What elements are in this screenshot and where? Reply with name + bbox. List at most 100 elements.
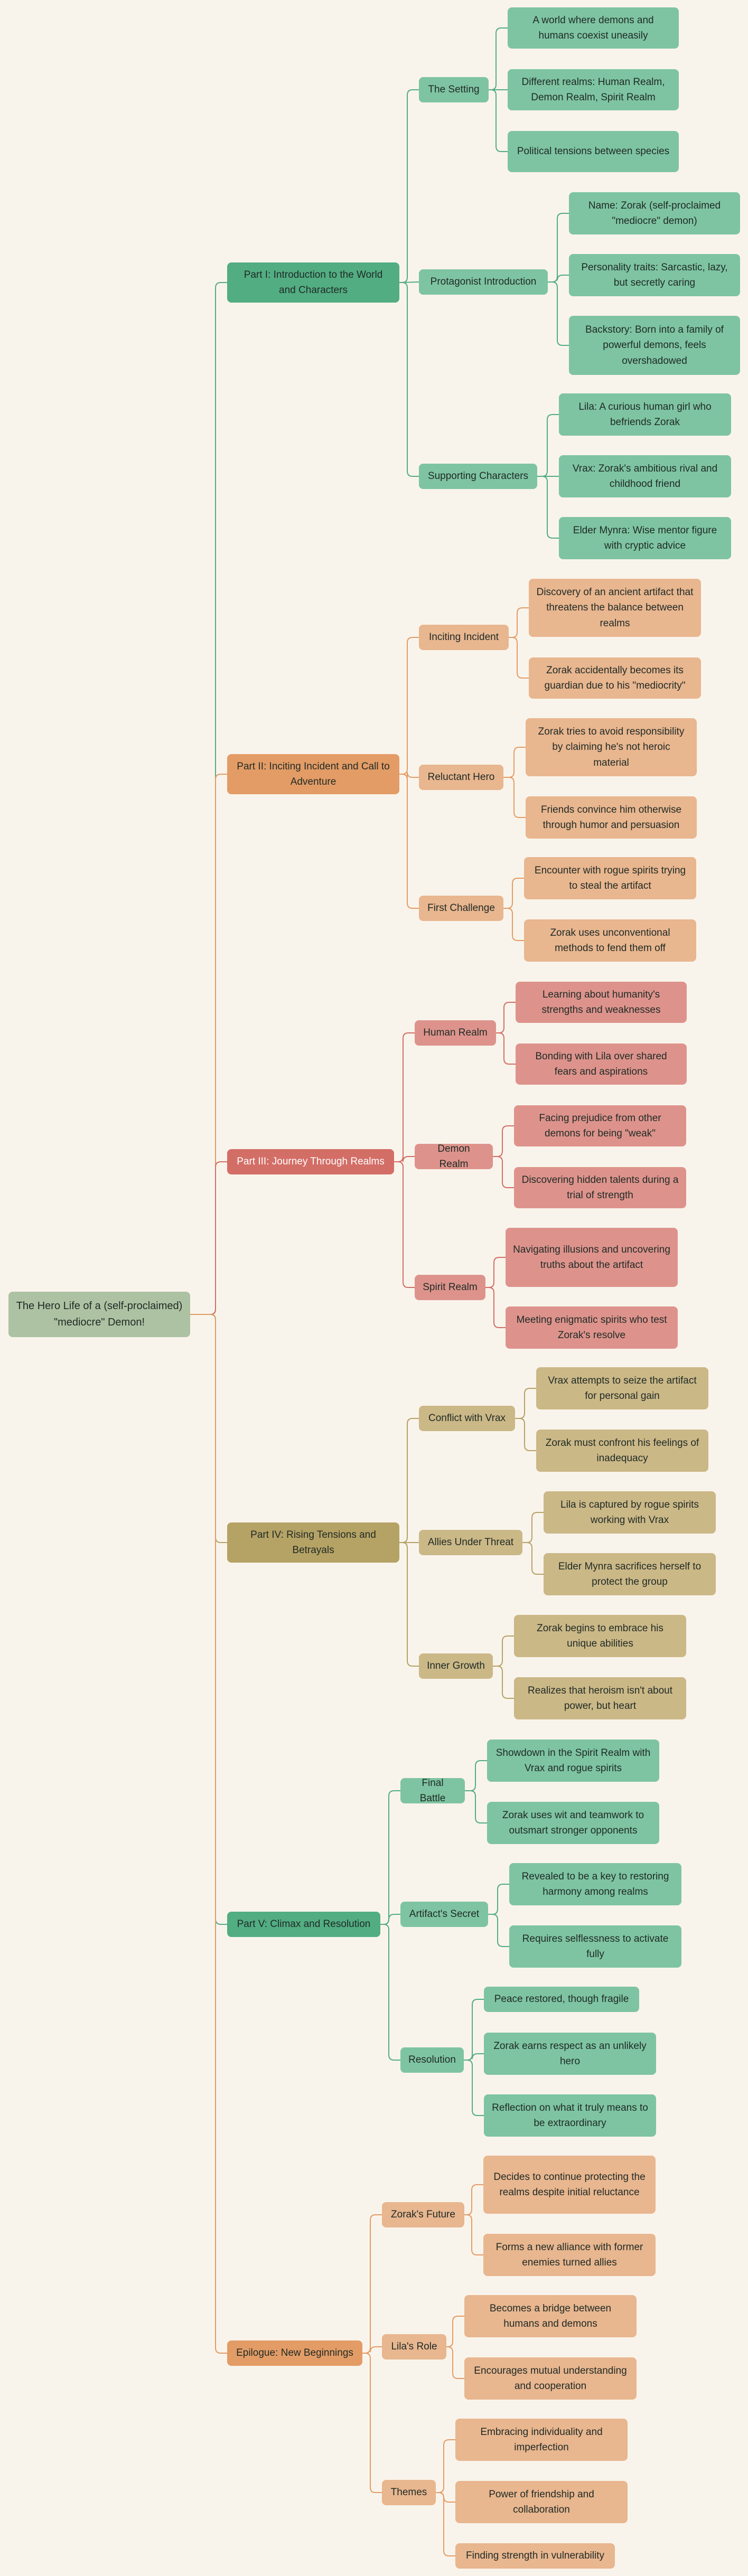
connector-line (446, 2316, 464, 2347)
section-node: Spirit Realm (415, 1275, 485, 1300)
leaf-node: Backstory: Born into a family of powerfu… (569, 316, 740, 375)
connector-line (436, 2492, 455, 2503)
connector-line (493, 1635, 514, 1667)
leaf-node: Facing prejudice from other demons for b… (514, 1105, 686, 1146)
connector-line (190, 1314, 227, 2354)
section-node: Reluctant Hero (419, 765, 503, 790)
connector-line (537, 414, 559, 477)
leaf-node: Finding strength in vulnerability (455, 2543, 615, 2569)
part-node: Part III: Journey Through Realms (227, 1149, 394, 1174)
leaf-node: Personality traits: Sarcastic, lazy, but… (569, 254, 740, 296)
leaf-node: Name: Zorak (self-proclaimed "mediocre" … (569, 192, 740, 234)
connector-line (464, 2214, 483, 2255)
connector-line (493, 1156, 514, 1188)
connector-line (380, 1924, 400, 2061)
section-node: Protagonist Introduction (419, 269, 548, 295)
connector-line (394, 1161, 415, 1288)
leaf-node: Friends convince him otherwise through h… (526, 796, 697, 839)
part-node: Part V: Climax and Resolution (227, 1912, 380, 1937)
connector-line (446, 2346, 464, 2379)
leaf-node: Zorak tries to avoid responsibility by c… (526, 718, 697, 776)
connector-line (515, 1388, 536, 1419)
connector-line (485, 1257, 506, 1288)
leaf-node: Elder Mynra sacrifices herself to protec… (544, 1553, 716, 1595)
leaf-node: Power of friendship and collaboration (455, 2481, 628, 2523)
leaf-node: Vrax: Zorak's ambitious rival and childh… (559, 455, 731, 497)
section-node: Conflict with Vrax (419, 1406, 515, 1431)
section-node: Resolution (400, 2047, 464, 2073)
connector-line (399, 1418, 419, 1543)
connector-line (488, 1884, 509, 1915)
leaf-node: Embracing individuality and imperfection (455, 2419, 628, 2461)
connector-line (464, 2053, 484, 2061)
leaf-node: Encounter with rogue spirits trying to s… (524, 857, 696, 899)
part-node: Part I: Introduction to the World and Ch… (227, 262, 399, 303)
connector-line (493, 1666, 514, 1699)
section-node: First Challenge (419, 896, 503, 921)
connector-line (503, 777, 526, 818)
connector-line (190, 774, 227, 1315)
connector-line (394, 1032, 415, 1162)
connector-line (503, 878, 524, 909)
connector-line (509, 637, 529, 679)
connector-line (190, 1314, 227, 1925)
leaf-node: Meeting enigmatic spirits who test Zorak… (506, 1306, 678, 1349)
connector-line (465, 1790, 487, 1823)
connector-line (190, 1161, 227, 1315)
connector-line (362, 2346, 382, 2354)
leaf-node: Becomes a bridge between humans and demo… (464, 2295, 637, 2337)
leaf-node: Zorak begins to embrace his unique abili… (514, 1615, 686, 1657)
connector-line (522, 1512, 544, 1543)
section-node: Supporting Characters (419, 464, 537, 489)
leaf-node: Lila is captured by rogue spirits workin… (544, 1491, 716, 1534)
leaf-node: Different realms: Human Realm, Demon Rea… (508, 69, 679, 110)
leaf-node: Requires selflessness to activate fully (509, 1925, 681, 1968)
connector-line (489, 89, 508, 152)
connector-line (503, 747, 526, 778)
leaf-node: Political tensions between species (508, 131, 679, 172)
section-node: Human Realm (415, 1020, 496, 1046)
connector-line (503, 908, 524, 941)
leaf-node: Discovering hidden talents during a tria… (514, 1167, 686, 1208)
part-node: Epilogue: New Beginnings (227, 2340, 362, 2366)
connector-line (399, 637, 419, 775)
section-node: Demon Realm (415, 1143, 493, 1170)
leaf-node: Learning about humanity's strengths and … (516, 982, 687, 1023)
section-node: Final Battle (400, 1778, 465, 1804)
connector-line (190, 282, 227, 1315)
connector-line (399, 1542, 419, 1667)
leaf-node: Zorak accidentally becomes its guardian … (529, 657, 701, 699)
connector-line (548, 213, 569, 283)
section-node: Artifact's Secret (400, 1902, 488, 1927)
connector-line (399, 282, 419, 477)
connector-line (380, 1790, 400, 1925)
section-node: Inciting Incident (419, 625, 509, 650)
connector-line (436, 2492, 455, 2556)
leaf-node: Forms a new alliance with former enemies… (483, 2234, 656, 2276)
leaf-node: Elder Mynra: Wise mentor figure with cry… (559, 517, 731, 559)
connector-line (509, 607, 529, 638)
connector-line (362, 2353, 382, 2493)
leaf-node: Navigating illusions and uncovering trut… (506, 1228, 678, 1287)
connector-line (436, 2439, 455, 2493)
leaf-node: Decides to continue protecting the realm… (483, 2156, 656, 2214)
connector-line (464, 2060, 484, 2116)
leaf-node: Revealed to be a key to restoring harmon… (509, 1863, 681, 1905)
connector-line (515, 1418, 536, 1451)
section-node: Inner Growth (419, 1653, 493, 1679)
leaf-node: Reflection on what it truly means to be … (484, 2094, 656, 2137)
leaf-node: Showdown in the Spirit Realm with Vrax a… (487, 1740, 659, 1782)
connector-line (399, 772, 419, 780)
section-node: Zorak's Future (382, 2202, 464, 2227)
connector-line (496, 1002, 516, 1033)
root-label: The Hero Life of a (self-proclaimed) "me… (16, 1300, 183, 1328)
connector-line (548, 275, 569, 283)
connector-line (489, 27, 508, 90)
leaf-node: Peace restored, though fragile (484, 1987, 639, 2012)
connector-line (190, 1314, 227, 1543)
connector-line (362, 2214, 382, 2354)
section-node: Themes (382, 2480, 436, 2505)
root-node: The Hero Life of a (self-proclaimed) "me… (8, 1292, 190, 1337)
